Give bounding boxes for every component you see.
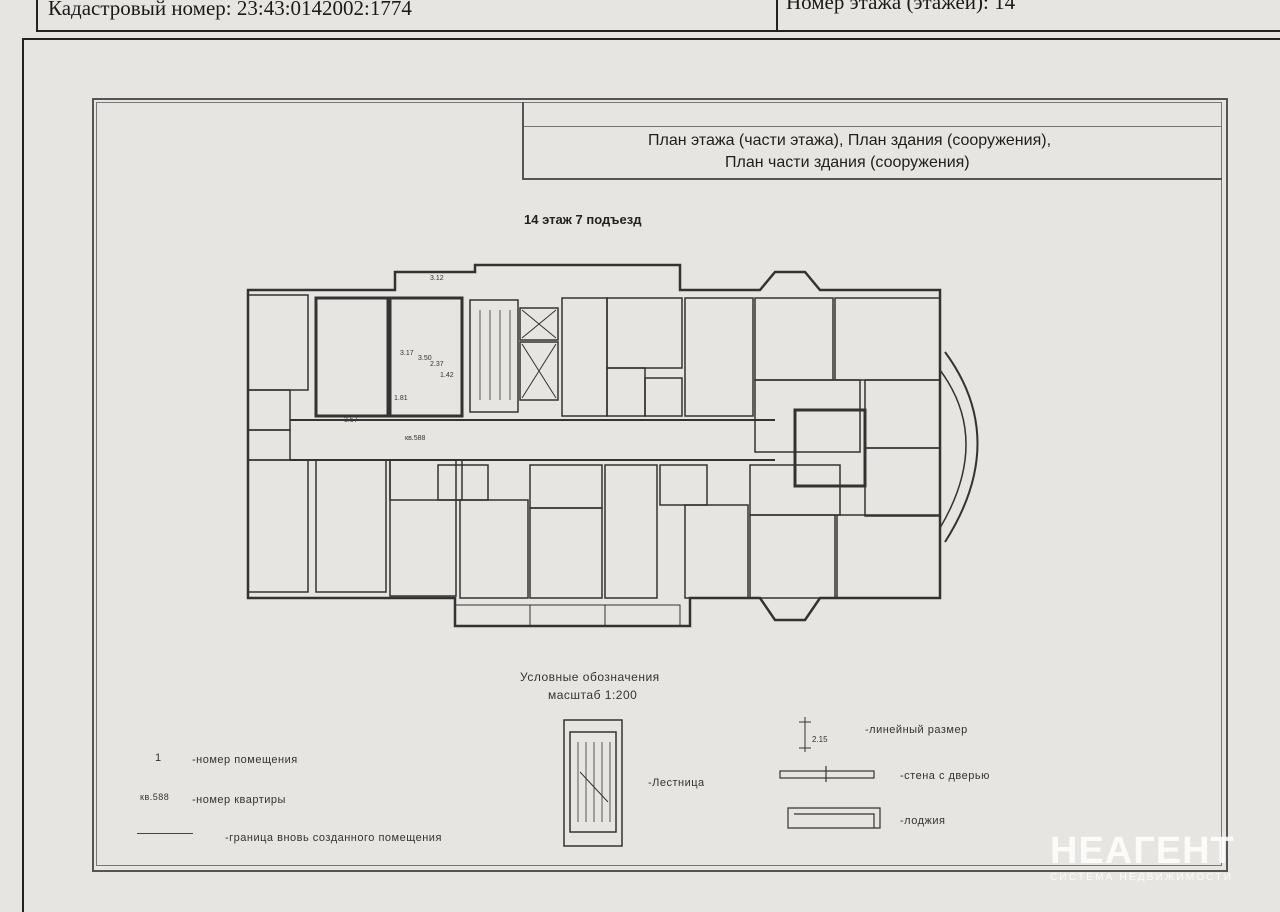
room-label-1: 3.12 (430, 275, 444, 282)
page-frame (22, 38, 1280, 912)
watermark-brand: НЕАГЕНТ (1050, 830, 1235, 872)
legend-linear-dimension: -линейный размер (865, 724, 968, 736)
room-label-3: 3.50 (418, 355, 432, 362)
header-strip: Кадастровый номер: 23:43:0142002:1774 Но… (36, 0, 1280, 32)
legend-loggia-icon (787, 807, 881, 829)
legend-wall-door-icon (779, 766, 875, 782)
watermark: НЕАГЕНТ СИСТЕМА НЕДВИЖИМОСТИ (1050, 832, 1235, 883)
legend-room-number: -номер помещения (192, 754, 298, 766)
legend-flat-number-symbol: кв.588 (140, 792, 170, 802)
plan-title-line2: План части здания (сооружения) (725, 154, 970, 171)
header-divider (776, 0, 778, 30)
legend-boundary: -граница вновь созданного помещения (225, 832, 442, 844)
room-label-6: 3.57 (344, 417, 358, 424)
title-box (522, 102, 1222, 180)
floor-plan: 3.12 3.17 3.50 2.37 1.42 3.57 1.81 кв.58… (246, 263, 979, 628)
drawing-frame (92, 98, 1228, 872)
room-label-4: 2.37 (430, 361, 444, 368)
flat-number-label: кв.588 (405, 435, 426, 442)
floor-number: Номер этажа (этажей): 14 (786, 0, 1016, 14)
legend-wall-door: -стена с дверью (900, 770, 990, 782)
legend-boundary-line (137, 833, 193, 834)
cadastral-number: Кадастровый номер: 23:43:0142002:1774 (48, 0, 412, 20)
legend-title: Условные обозначения (520, 670, 660, 684)
plan-title-line1: План этажа (части этажа), План здания (с… (648, 132, 1052, 149)
room-label-5: 1.42 (440, 372, 454, 379)
legend-dimension-value: 2.15 (812, 735, 828, 744)
drawing-frame-inner (96, 102, 1222, 866)
legend-loggia: -лоджия (900, 815, 946, 827)
watermark-subtitle: СИСТЕМА НЕДВИЖИМОСТИ (1050, 872, 1234, 883)
legend-dimension-icon: 2.15 (799, 717, 828, 752)
legend-flat-number: -номер квартиры (192, 794, 286, 806)
legend-stairs: -Лестница (648, 777, 705, 789)
legend-stairs-icon (563, 719, 623, 847)
legend-room-number-symbol: 1 (155, 752, 162, 764)
room-label-2: 3.17 (400, 350, 414, 357)
legend-scale: масштаб 1:200 (548, 688, 638, 702)
floor-caption: 14 этаж 7 подъезд (524, 212, 642, 227)
room-label-7: 1.81 (394, 395, 408, 402)
